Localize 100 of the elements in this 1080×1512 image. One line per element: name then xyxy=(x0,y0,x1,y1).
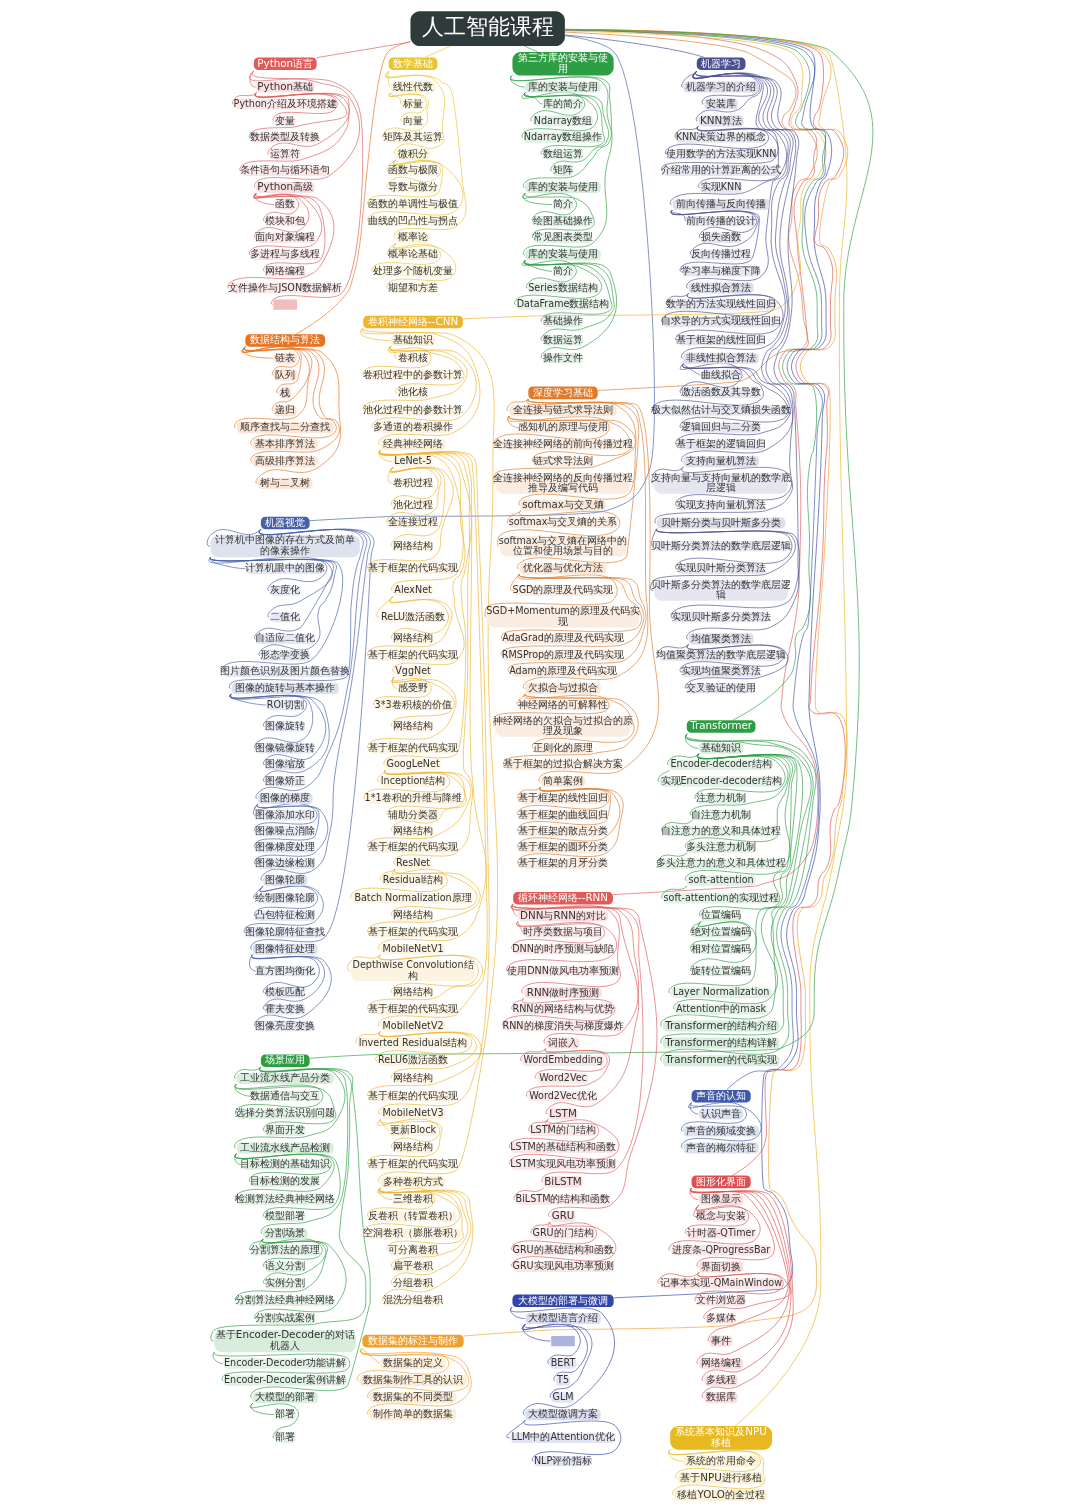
node-box-text: 数学的方法实现线性回归 xyxy=(668,299,774,310)
node-box-text: 正则化的原理 xyxy=(533,743,593,754)
connector xyxy=(506,398,529,411)
node-box: Word2Vec xyxy=(537,1073,589,1084)
node-box-text: 前向传播的设计 xyxy=(687,215,756,227)
node-box-text: 基于框架的过拟合解决方案 xyxy=(505,759,621,771)
node-box-text: 图像添加水印 xyxy=(256,809,315,821)
connector xyxy=(511,998,525,1010)
connector xyxy=(523,259,615,341)
node-box-text: 选择分类算法识别问题 xyxy=(237,1108,334,1120)
connector xyxy=(386,466,442,524)
node-box-text: 多通道的卷积操作 xyxy=(374,422,452,433)
connector xyxy=(651,528,658,547)
node-box-text: 使用数学的方法实现KNN xyxy=(667,149,775,160)
node-box-text: 基于框架的代码实现 xyxy=(369,1159,457,1170)
connector xyxy=(507,573,647,673)
node-box: 图像的旋转与基本操作 xyxy=(231,682,339,694)
node-box: 顺序查找与二分查找 xyxy=(236,422,334,434)
connector xyxy=(241,345,310,411)
connector xyxy=(694,753,786,799)
node-box-text: 简介 xyxy=(552,266,574,277)
connector xyxy=(511,904,518,917)
node-box-text: 卷积核 xyxy=(397,353,429,364)
node-box-text: 部署 xyxy=(274,1409,296,1420)
node-box-text: 自注意力机制 xyxy=(691,809,751,821)
node-box-text: 基于框架的线性回归 xyxy=(677,335,765,346)
node-box: 欠拟合与过拟合 xyxy=(525,682,601,694)
node-box-text: Series数据结构 xyxy=(528,282,598,294)
node-box: 支持向量机算法 xyxy=(683,456,759,468)
connector xyxy=(251,954,320,994)
node-box-text: 记事本实现-QMainWindow xyxy=(660,1278,783,1289)
connector xyxy=(671,209,687,222)
node-box-text: 灰度化 xyxy=(270,585,301,596)
node-box: 循环神经网络--RNN xyxy=(513,891,613,905)
node-box-text: 分割算法经典神经网络 xyxy=(237,1295,334,1306)
node-box xyxy=(273,299,298,310)
node-box-text: 基于框架的代码实现 xyxy=(369,1004,457,1015)
connector xyxy=(367,596,453,656)
node-box: 多种卷积方式 xyxy=(380,1176,446,1188)
node-box-text: 变量 xyxy=(274,115,296,127)
node-box-text: 扁平卷积 xyxy=(393,1261,433,1273)
connector xyxy=(657,1272,700,1284)
node-box-text: Ndarray数组操作 xyxy=(523,132,603,143)
connector xyxy=(520,1048,547,1062)
node-box-text: 运算符 xyxy=(270,149,301,160)
connector xyxy=(650,528,796,591)
connector xyxy=(694,1272,784,1302)
node-box-text: 实现支持向量机算法 xyxy=(677,500,765,511)
node-box-text: LSTM的门结构 xyxy=(530,1125,596,1137)
connector xyxy=(683,363,701,376)
node-box-text: 相对位置编码 xyxy=(691,944,751,955)
node-box-text: 面向对象编程 xyxy=(256,232,315,243)
node-box: 系统的常用命令 xyxy=(683,1455,759,1467)
node-box-text: 多进程与多线程 xyxy=(251,249,320,260)
connector xyxy=(517,786,542,799)
connector xyxy=(528,1119,549,1132)
node-box-text: 数据通信与交互 xyxy=(251,1091,320,1102)
node-box-text: 凸包特征检测 xyxy=(256,910,315,922)
node-box: MobileNetV3 xyxy=(380,1108,446,1120)
node-box: 机器学习 xyxy=(696,57,746,71)
node-box-text: 池化过程 xyxy=(393,500,433,511)
node-box-text: Depthwise Convolution结构 xyxy=(351,960,476,982)
node-box-text: Ndarray数组 xyxy=(533,115,593,127)
node-box: 基础知识 xyxy=(390,334,436,346)
node-box-text: 计算机眼中的图像 xyxy=(246,563,325,574)
node-box-text: 基于框架的圆环分类 xyxy=(519,842,607,853)
node-box-text: 模板匹配 xyxy=(265,987,306,998)
node-box: 线性拟合算法 xyxy=(688,282,754,294)
connector xyxy=(510,75,525,88)
node-box-text: 混洗分组卷积 xyxy=(383,1295,443,1306)
node-box: 大模型的部署与微调 xyxy=(512,1294,614,1308)
node-box-text: 直方图均衡化 xyxy=(256,965,315,977)
connector xyxy=(210,1066,367,1342)
node-box-text: KNN决策边界的概念 xyxy=(676,132,766,143)
node-box-text: 曲线拟合 xyxy=(701,370,742,381)
node-box: 图像轮廓 xyxy=(263,874,308,886)
node-box: 空洞卷积（膨胀卷积） xyxy=(365,1228,462,1239)
node-box-text: 常见图表类型 xyxy=(533,232,593,243)
node-box: 图像显示 xyxy=(698,1194,744,1206)
connector xyxy=(232,92,257,105)
node-box-text: 自适应二值化 xyxy=(256,633,315,645)
connector xyxy=(391,676,398,689)
node-box-text: 形态学变换 xyxy=(260,650,310,661)
node-box-text: AdaGrad的原理及代码实现 xyxy=(503,633,623,645)
node-box-text: 词嵌入 xyxy=(546,1037,580,1049)
connector xyxy=(367,676,457,749)
node-box-text: 图像轮廓特征查找 xyxy=(246,927,325,938)
node-box-text: 实现KNN xyxy=(700,182,742,193)
connector xyxy=(251,954,332,1027)
connector xyxy=(516,693,526,706)
node-box-text: 基于框架的代码实现 xyxy=(369,743,457,754)
connector xyxy=(229,693,326,766)
node-box-text: ReLU激活函数 xyxy=(380,611,446,623)
node-box: 库的安装与使用 xyxy=(525,249,601,261)
node-box-text: 自求导的方式实现线性回归 xyxy=(663,316,779,328)
connector xyxy=(378,1187,474,1302)
node-box-text: GRU的门结构 xyxy=(532,1228,594,1239)
node-box-text: 多线程 xyxy=(704,1375,738,1387)
connector xyxy=(524,1323,593,1398)
node-box-text: 基于框架的曲线回归 xyxy=(519,809,607,821)
